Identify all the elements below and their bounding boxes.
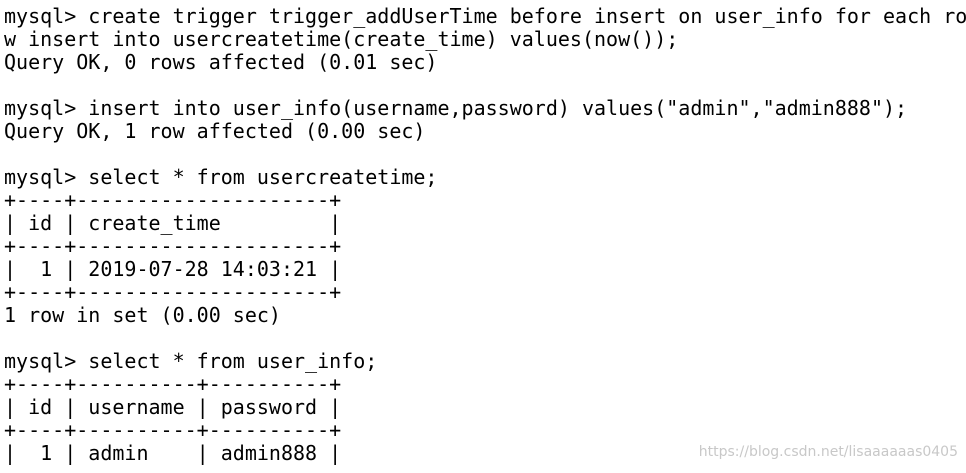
- terminal-line: w insert into usercreatetime(create_time…: [4, 27, 679, 51]
- table-row: | 1 | 2019-07-28 14:03:21 |: [4, 257, 342, 281]
- table-border: +----+---------------------+: [4, 188, 342, 212]
- table-header-row: | id | username | password |: [4, 395, 342, 419]
- terminal-line: 1 row in set (0.00 sec): [4, 303, 281, 327]
- table-border: +----+----------+----------+: [4, 372, 342, 396]
- terminal-line: mysql> select * from usercreatetime;: [4, 165, 438, 189]
- table-border: +----+----------+----------+: [4, 418, 342, 442]
- table-row: | 1 | admin | admin888 |: [4, 441, 342, 465]
- terminal-line: Query OK, 1 row affected (0.00 sec): [4, 119, 426, 143]
- table-border: +----+---------------------+: [4, 280, 342, 304]
- table-border: +----+---------------------+: [4, 234, 342, 258]
- terminal-line: Query OK, 0 rows affected (0.01 sec): [4, 50, 438, 74]
- terminal-line: mysql> select * from user_info;: [4, 349, 378, 373]
- table-header-row: | id | create_time |: [4, 211, 342, 235]
- watermark-text: https://blog.csdn.net/lisaaaaaas0405: [698, 444, 958, 460]
- terminal-line: mysql> create trigger trigger_addUserTim…: [4, 4, 966, 28]
- terminal-line: mysql> insert into user_info(username,pa…: [4, 96, 908, 120]
